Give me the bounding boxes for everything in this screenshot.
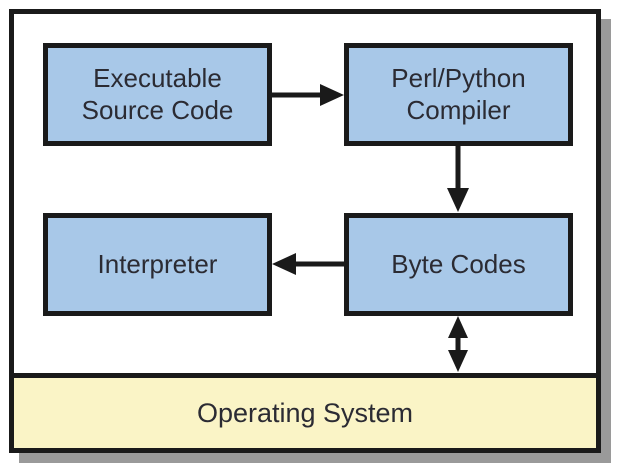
node-executable-source-code: Executable Source Code <box>43 43 272 146</box>
node-operating-system: Operating System <box>9 373 601 453</box>
node-perl-python-compiler: Perl/Python Compiler <box>344 43 573 146</box>
node-byte-codes: Byte Codes <box>344 213 573 316</box>
node-interpreter: Interpreter <box>43 213 272 316</box>
